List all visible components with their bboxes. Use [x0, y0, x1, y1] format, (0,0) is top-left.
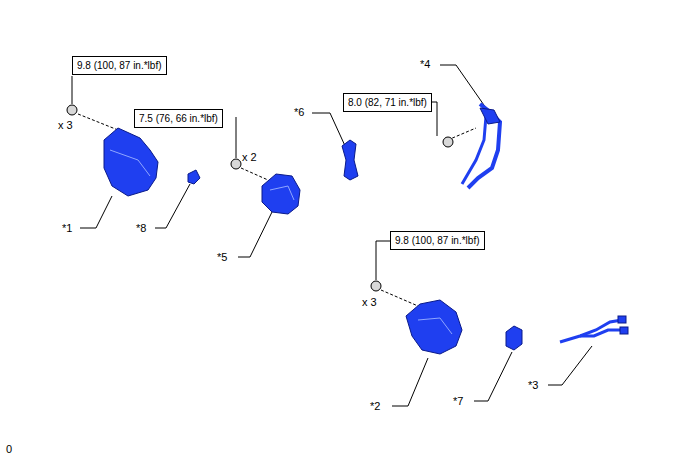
label-text: x 3 — [362, 296, 377, 309]
callout-number: *8 — [136, 222, 146, 235]
label-text: x 3 — [58, 119, 73, 132]
callout-number: *6 — [294, 106, 304, 119]
torque-spec-box: 9.8 (100, 87 in.*lbf) — [72, 56, 167, 75]
callout-number: *7 — [453, 395, 463, 408]
callout-number: *4 — [420, 58, 430, 71]
torque-text: 9.8 (100, 87 in.*lbf) — [77, 59, 162, 72]
callout-number: *1 — [62, 222, 72, 235]
torque-text: 8.0 (82, 71 in.*lbf) — [348, 96, 427, 109]
callout-number: *3 — [528, 379, 538, 392]
torque-text: 7.5 (76, 66 in.*lbf) — [139, 112, 218, 125]
callout-number: *2 — [370, 400, 380, 413]
label-text: x 2 — [242, 151, 257, 164]
torque-text: 9.8 (100, 87 in.*lbf) — [395, 234, 480, 247]
callout-number: *5 — [217, 251, 227, 264]
torque-spec-box: 7.5 (76, 66 in.*lbf) — [134, 109, 223, 128]
torque-spec-box: 8.0 (82, 71 in.*lbf) — [343, 93, 432, 112]
torque-spec-box: 9.8 (100, 87 in.*lbf) — [390, 231, 485, 250]
label-text: 0 — [6, 443, 12, 456]
